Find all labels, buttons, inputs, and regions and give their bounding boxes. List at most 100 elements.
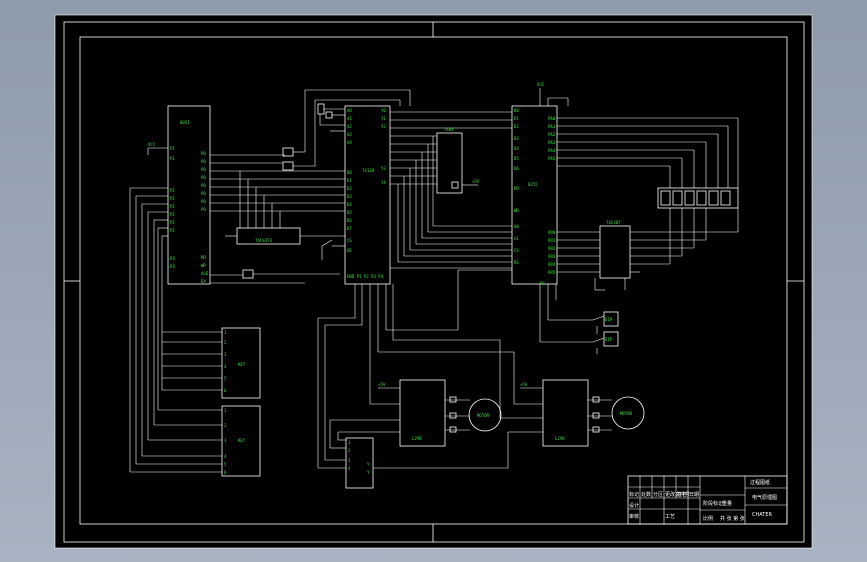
motor-bus <box>317 269 543 469</box>
svg-text:P0: P0 <box>201 175 206 180</box>
svg-text:PA1: PA1 <box>548 124 556 129</box>
decoder-chip <box>344 105 391 285</box>
svg-text:PB0: PB0 <box>548 230 556 235</box>
svg-text:P2: P2 <box>170 188 175 193</box>
svg-text:工艺: 工艺 <box>665 514 675 520</box>
svg-text:A1: A1 <box>514 236 519 241</box>
svg-text:处数: 处数 <box>641 491 651 498</box>
svg-text:EA: EA <box>201 279 206 284</box>
center-marks <box>64 22 804 542</box>
keypad-pins: 123 456 123 456 <box>224 330 227 475</box>
latch-leads <box>225 171 345 237</box>
keypad-label-2: KEY <box>238 438 246 443</box>
motor-driver-1-chip <box>399 379 446 447</box>
svg-text:A2: A2 <box>347 124 352 129</box>
svg-text:阶段标记: 阶段标记 <box>703 500 723 507</box>
left-bus <box>129 187 222 473</box>
svg-text:设计: 设计 <box>629 502 639 509</box>
sensor-1-label: DIP <box>605 317 613 322</box>
svg-text:PA0: PA0 <box>548 116 556 121</box>
bus-p0 <box>210 154 345 212</box>
svg-text:D3: D3 <box>514 136 519 141</box>
drawing-sheet <box>54 14 813 549</box>
title-company: CHATER <box>752 512 772 518</box>
title-block <box>627 475 788 525</box>
vcc-label-3: +5V <box>472 179 480 184</box>
resistor-3 <box>451 181 459 189</box>
svg-text:3: 3 <box>348 458 351 463</box>
svg-text:PB3: PB3 <box>548 254 556 259</box>
svg-text:P0: P0 <box>201 199 206 204</box>
display-digits <box>660 190 731 206</box>
svg-text:重量: 重量 <box>722 500 732 507</box>
svg-text:Y1: Y1 <box>381 116 386 121</box>
display-driver-chip <box>599 225 631 279</box>
svg-text:PA5: PA5 <box>548 156 556 161</box>
svg-text:D3: D3 <box>347 194 352 199</box>
bus-to-display <box>557 117 739 188</box>
vcc-label-5: +5V <box>520 382 528 387</box>
vcc-label-2: VCC <box>537 82 545 87</box>
svg-text:P1: P1 <box>170 146 175 151</box>
led-driver-chip <box>436 132 463 194</box>
svg-text:P0: P0 <box>201 191 206 196</box>
svg-text:PA4: PA4 <box>548 148 556 153</box>
right-chip-top-wires <box>539 88 569 106</box>
svg-text:PB2: PB2 <box>548 246 556 251</box>
switch-element <box>321 239 345 260</box>
svg-text:P2: P2 <box>170 220 175 225</box>
driver-wires <box>557 208 739 291</box>
motor-driver-2-label: L298 <box>555 436 565 441</box>
decoder-label: 74138 <box>362 168 375 173</box>
svg-text:P3: P3 <box>170 256 175 261</box>
svg-text:D1: D1 <box>347 178 352 183</box>
svg-text:PA3: PA3 <box>548 140 556 145</box>
motor-2-label: MOTOR <box>620 411 633 416</box>
svg-text:PC: PC <box>540 281 545 286</box>
svg-text:3: 3 <box>224 352 227 357</box>
svg-text:P0: P0 <box>201 183 206 188</box>
svg-text:D2: D2 <box>514 124 519 129</box>
svg-text:OE: OE <box>347 248 352 253</box>
svg-text:2: 2 <box>224 340 227 345</box>
motor-driver-1-label: L298 <box>412 436 422 441</box>
svg-text:P2: P2 <box>170 228 175 233</box>
svg-text:RD: RD <box>514 186 519 191</box>
svg-text:PB4: PB4 <box>548 262 556 267</box>
svg-text:P2: P2 <box>170 204 175 209</box>
svg-text:6: 6 <box>224 470 227 475</box>
mcu-left-label: 8051 <box>180 120 190 125</box>
keypad-label-1: KEY <box>238 362 246 367</box>
mcu-right-label: 8255 <box>528 182 538 187</box>
svg-text:更改文件号: 更改文件号 <box>665 491 690 498</box>
svg-text:RD: RD <box>201 255 206 260</box>
svg-text:GND P1 P2 P3 P4: GND P1 P2 P3 P4 <box>347 274 384 279</box>
title-drawing-title: 电气原理图 <box>752 494 777 501</box>
sensor-2-box <box>603 331 619 347</box>
led-driver-label: 7404 <box>444 127 454 132</box>
motor-1-label: MOTOR <box>477 413 490 418</box>
svg-text:日期: 日期 <box>689 492 699 498</box>
svg-text:D2: D2 <box>347 186 352 191</box>
svg-text:4: 4 <box>348 466 351 471</box>
svg-text:P3: P3 <box>170 264 175 269</box>
svg-text:A0: A0 <box>347 108 352 113</box>
outer-frame <box>63 21 805 543</box>
svg-text:P0: P0 <box>201 151 206 156</box>
inner-border <box>79 36 788 525</box>
svg-text:A0: A0 <box>514 224 519 229</box>
svg-text:标记: 标记 <box>629 491 639 498</box>
svg-text:1: 1 <box>224 330 227 335</box>
svg-text:Y0: Y0 <box>381 108 386 113</box>
svg-text:Y: Y <box>367 470 370 475</box>
svg-text:D6: D6 <box>514 166 519 171</box>
svg-text:4: 4 <box>224 364 227 369</box>
motor-2 <box>611 396 645 430</box>
svg-text:PA2: PA2 <box>548 132 556 137</box>
svg-text:A4: A4 <box>347 140 352 145</box>
title-row-labels: 标记 处数 分区 更改文件号 签名 日期 设计 审核 工艺 阶段标记 比例 重量… <box>629 491 745 522</box>
svg-text:4: 4 <box>224 454 227 459</box>
